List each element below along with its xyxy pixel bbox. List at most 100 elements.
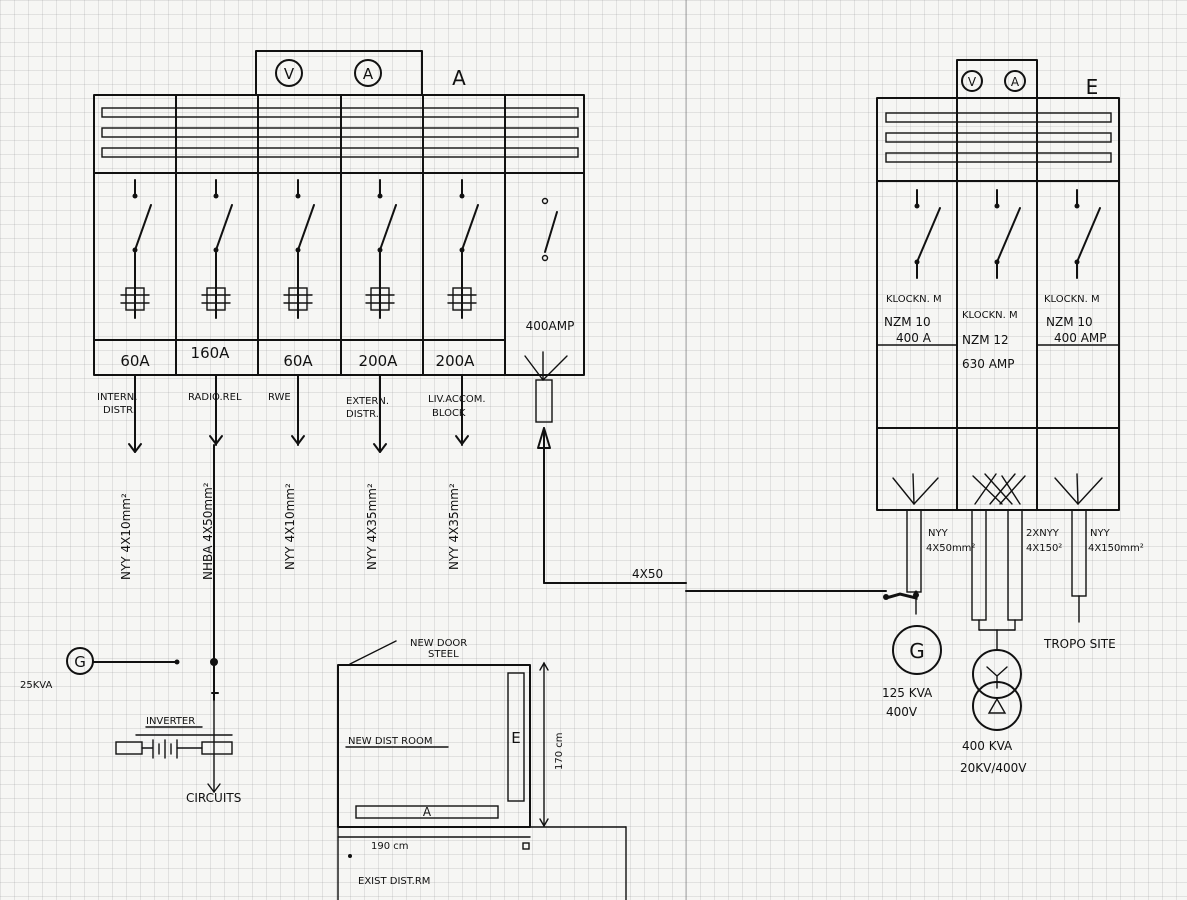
feeder-5-dest-line1: LIV.ACCOM. [428, 394, 486, 405]
ammeter-right: A [1004, 70, 1026, 92]
cable-transformer-sleeve-b [1007, 509, 1023, 621]
feeder-5-rating: 200A [436, 352, 476, 370]
breaker-1-line1: KLOCKN. M [886, 294, 942, 305]
transformer-400kva: 400 KVA 20KV/400V [960, 649, 1027, 775]
feeder-4-cable: NYY 4X35mm² [365, 483, 379, 570]
fuse-2 [206, 287, 226, 311]
outgoing-terminals [892, 473, 1103, 505]
transformer-rating-line2: 20KV/400V [960, 761, 1027, 775]
new-dist-room-outline [337, 664, 531, 828]
breaker-2-line1: KLOCKN. M [962, 310, 1018, 321]
feeder-switch-5 [447, 179, 479, 319]
feeder-4-dest-line2: DISTR. [346, 409, 379, 420]
feeder-1-dest-line1: INTERN. [97, 392, 137, 403]
feeder-switch-3 [283, 179, 315, 319]
breaker-2-line2: NZM 12 [962, 333, 1009, 347]
board-link-cable: 4X50 [537, 427, 887, 592]
generator-125kva: G 125 KVA 400V [882, 625, 942, 719]
fuse-3 [288, 287, 308, 311]
existing-room-label: EXIST DIST.RM [358, 876, 430, 887]
feeder-2-rating: 160A [191, 344, 231, 362]
breaker-3-line3: 400 AMP [1054, 331, 1107, 345]
distribution-room-plan: NEW DOOR STEEL NEW DIST ROOM E A 170 cm … [337, 638, 627, 900]
right-outgoing-cables: NYY 4X50mm² 2XNYY 4X150² NYY 4X150mm² [883, 509, 1144, 651]
panel-e-label: E [511, 729, 520, 747]
generator-25kva-symbol: G [74, 653, 86, 671]
feeder-5-cable: NYY 4X35mm² [447, 483, 461, 570]
fuse-4 [370, 287, 390, 311]
left-board-enclosure [93, 94, 585, 376]
feeder-switch-1 [120, 179, 152, 319]
feeder-3-cable: NYY 4X10mm² [283, 483, 297, 570]
left-distribution-board: V A A [93, 50, 585, 423]
breaker-switch-1 [914, 189, 941, 279]
feeder-4-rating: 200A [359, 352, 399, 370]
feeder-1-cable: NYY 4X10mm² [119, 493, 133, 580]
cable-1-line1: NYY [928, 528, 949, 539]
ammeter-right-label: A [1011, 75, 1020, 89]
right-distribution-board: V A E [876, 59, 1120, 511]
feeder-3-dest: RWE [268, 392, 291, 403]
feeder-2-dest: RADIO.REL [188, 392, 242, 403]
breaker-3-line1: KLOCKN. M [1044, 294, 1100, 305]
left-meter-panel [255, 50, 423, 96]
voltmeter-left: V [275, 59, 303, 87]
tropo-site: TROPO SITE [1043, 637, 1116, 651]
generator-25kva: G 25KVA [20, 647, 180, 691]
door-label-line1: NEW DOOR [410, 638, 467, 649]
inverter: INVERTER CIRCUITS [115, 692, 241, 805]
cable-gen-sleeve [906, 509, 922, 593]
cable-2-line2: 4X150² [1026, 543, 1062, 554]
voltmeter-right-label: V [968, 75, 977, 89]
breaker-1-line3: 400 A [896, 331, 932, 345]
cable-transformer-sleeve-a [971, 509, 987, 621]
breaker-2-line3: 630 AMP [962, 357, 1015, 371]
transformer-rating-line1: 400 KVA [962, 739, 1013, 753]
incomer-terminal [524, 351, 568, 423]
cable-3-line1: NYY [1090, 528, 1111, 539]
ammeter-left: A [354, 59, 382, 87]
feeder-cables: INTERN. DISTR. RADIO.REL RWE EXTERN. DIS… [97, 374, 486, 701]
room-width-dim: 190 cm [371, 841, 409, 852]
door-label-line2: STEEL [428, 649, 459, 660]
generator-125kva-rating-line2: 400V [886, 705, 918, 719]
feeder-1-dest-line2: DISTR. [103, 405, 136, 416]
incomer-switch [541, 197, 558, 262]
right-board-enclosure [876, 97, 1120, 511]
fuse-1 [125, 287, 145, 311]
panel-e-position [507, 672, 525, 802]
room-height-dim: 170 cm [554, 732, 565, 770]
feeder-5-dest-line2: BLOCK [432, 408, 466, 419]
voltmeter-left-label: V [284, 65, 295, 83]
cable-1-line2: 4X50mm² [926, 543, 975, 554]
generator-125kva-symbol: G [909, 639, 925, 663]
incomer-rating: 400AMP [526, 319, 575, 333]
new-door [349, 640, 397, 665]
left-board-label: A [452, 66, 466, 90]
right-busbars [885, 112, 1112, 163]
panel-a-position [355, 805, 499, 819]
generator-125kva-rating-line1: 125 KVA [882, 686, 933, 700]
feeder-4-dest-line1: EXTERN. [346, 396, 389, 407]
link-cable-label: 4X50 [632, 567, 663, 581]
tropo-site-label: TROPO SITE [1043, 637, 1116, 651]
star-winding-icon [986, 666, 1008, 689]
breaker-1-line2: NZM 10 [884, 315, 931, 329]
right-board-label: E [1086, 75, 1099, 99]
cable-3-line2: 4X150mm² [1088, 543, 1144, 554]
fuse-5 [452, 287, 472, 311]
feeder-1-rating: 60A [120, 352, 150, 370]
delta-winding-icon [987, 697, 1007, 714]
inverter-label: INVERTER [146, 716, 195, 727]
feeder-2-cable: NHBA 4X50mm² [201, 482, 215, 580]
cable-tropo-sleeve [1071, 509, 1087, 597]
cable-2-line1: 2XNYY [1026, 528, 1060, 539]
feeder-switch-2 [201, 179, 233, 319]
feeder-switch-4 [365, 179, 397, 319]
inverter-output-label: CIRCUITS [186, 791, 241, 805]
breaker-switch-3 [1074, 189, 1101, 279]
ammeter-left-label: A [363, 65, 374, 83]
room-label: NEW DIST ROOM [348, 736, 432, 747]
